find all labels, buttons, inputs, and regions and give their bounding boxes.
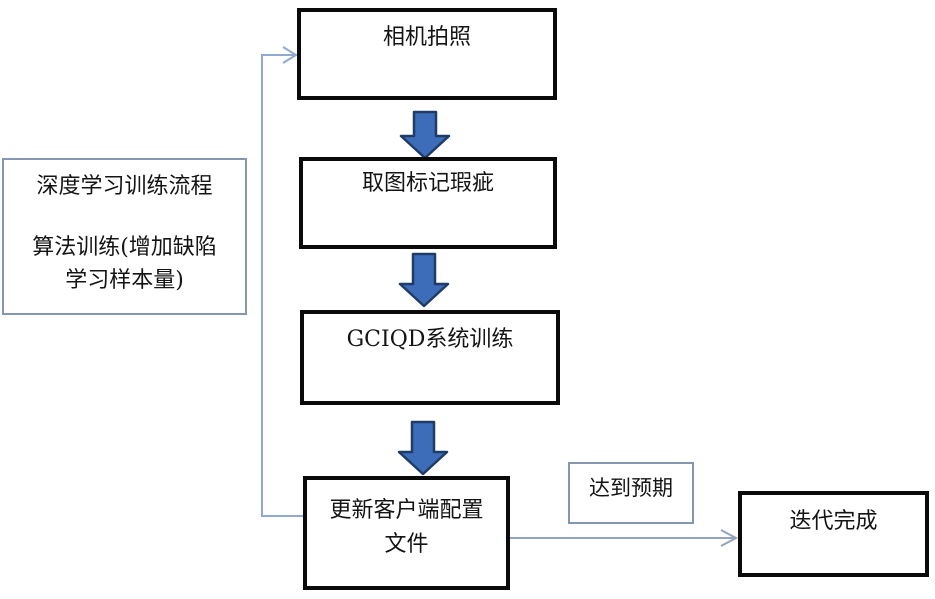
step-iteration-done-label: 迭代完成 [789, 509, 878, 534]
label-expected: 达到预期 [568, 462, 694, 524]
note-line3: 学习样本量) [65, 268, 184, 293]
label-expected-text: 达到预期 [589, 476, 673, 500]
step-system-training-label: GCIQD系统训练 [346, 327, 514, 352]
down-arrow-icon [399, 110, 451, 160]
note-line2: 算法训练(增加缺陷 [32, 235, 217, 260]
step-mark-defects: 取图标记瑕疵 [299, 157, 557, 249]
step-system-training: GCIQD系统训练 [300, 310, 560, 405]
step-camera-label: 相机拍照 [382, 25, 471, 50]
done-connector [510, 529, 739, 547]
step-iteration-done: 迭代完成 [738, 491, 929, 577]
note-line1: 深度学习训练流程 [36, 174, 213, 199]
down-arrow-icon [398, 252, 450, 308]
step-camera: 相机拍照 [297, 8, 557, 100]
step-update-config-line1: 更新客户端配置 [329, 498, 484, 523]
feedback-arrowhead-icon [282, 46, 298, 64]
step-mark-defects-label: 取图标记瑕疵 [361, 171, 494, 196]
note-training-process: 深度学习训练流程 算法训练(增加缺陷 学习样本量) [2, 158, 247, 315]
down-arrow-icon [397, 420, 449, 476]
step-update-config-line2: 文件 [384, 532, 429, 557]
step-update-config: 更新客户端配置 文件 [303, 476, 510, 590]
done-arrowhead-icon [720, 529, 739, 547]
feedback-connector [261, 46, 303, 517]
